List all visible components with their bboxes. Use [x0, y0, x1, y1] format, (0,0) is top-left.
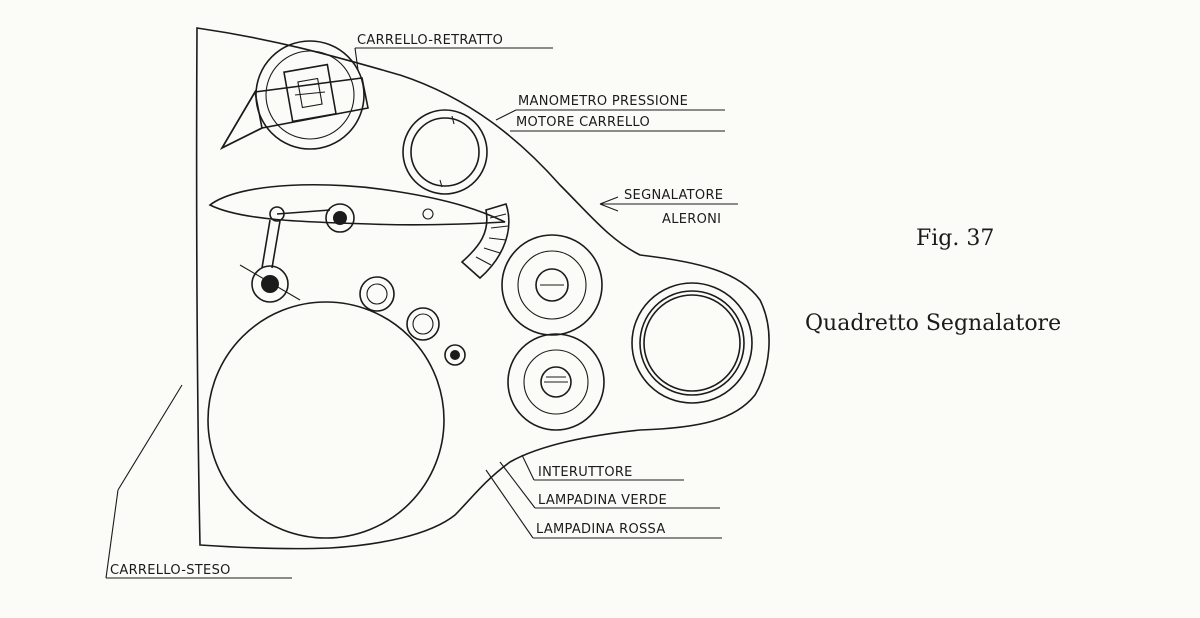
- label-manometro-line2: MOTORE CARRELLO: [516, 115, 650, 130]
- figure-caption: Quadretto Segnalatore: [805, 311, 1061, 336]
- large-right-gauge: [631, 282, 753, 404]
- label-manometro-line1: MANOMETRO PRESSIONE: [518, 94, 688, 109]
- label-carrello-steso: CARRELLO-STESO: [110, 563, 231, 578]
- label-segnalatore-line2: ALERONI: [662, 212, 721, 227]
- label-carrello-retratto: CARRELLO-RETRATTO: [357, 33, 503, 48]
- landing-gear-extended-disk: [207, 301, 445, 539]
- aileron-indicator: [208, 183, 510, 280]
- label-lampadina-verde: LAMPADINA VERDE: [538, 493, 667, 508]
- switch-knob: [359, 276, 395, 312]
- landing-gear-retracted-gauge: [219, 40, 369, 150]
- label-lampadina-rossa: LAMPADINA ROSSA: [536, 522, 666, 537]
- panel-outline: [195, 27, 770, 550]
- label-interuttore: INTERUTTORE: [538, 465, 633, 480]
- indicator-gauge-lower: [507, 333, 605, 431]
- label-segnalatore-line1: SEGNALATORE: [624, 188, 723, 203]
- green-lamp: [406, 307, 440, 341]
- lever-linkage: [239, 206, 331, 303]
- leader-lines: [105, 47, 738, 579]
- red-lamp: [444, 344, 466, 366]
- figure-number: Fig. 37: [916, 226, 994, 251]
- pressure-gauge: [402, 109, 488, 195]
- indicator-gauge-upper: [501, 234, 603, 336]
